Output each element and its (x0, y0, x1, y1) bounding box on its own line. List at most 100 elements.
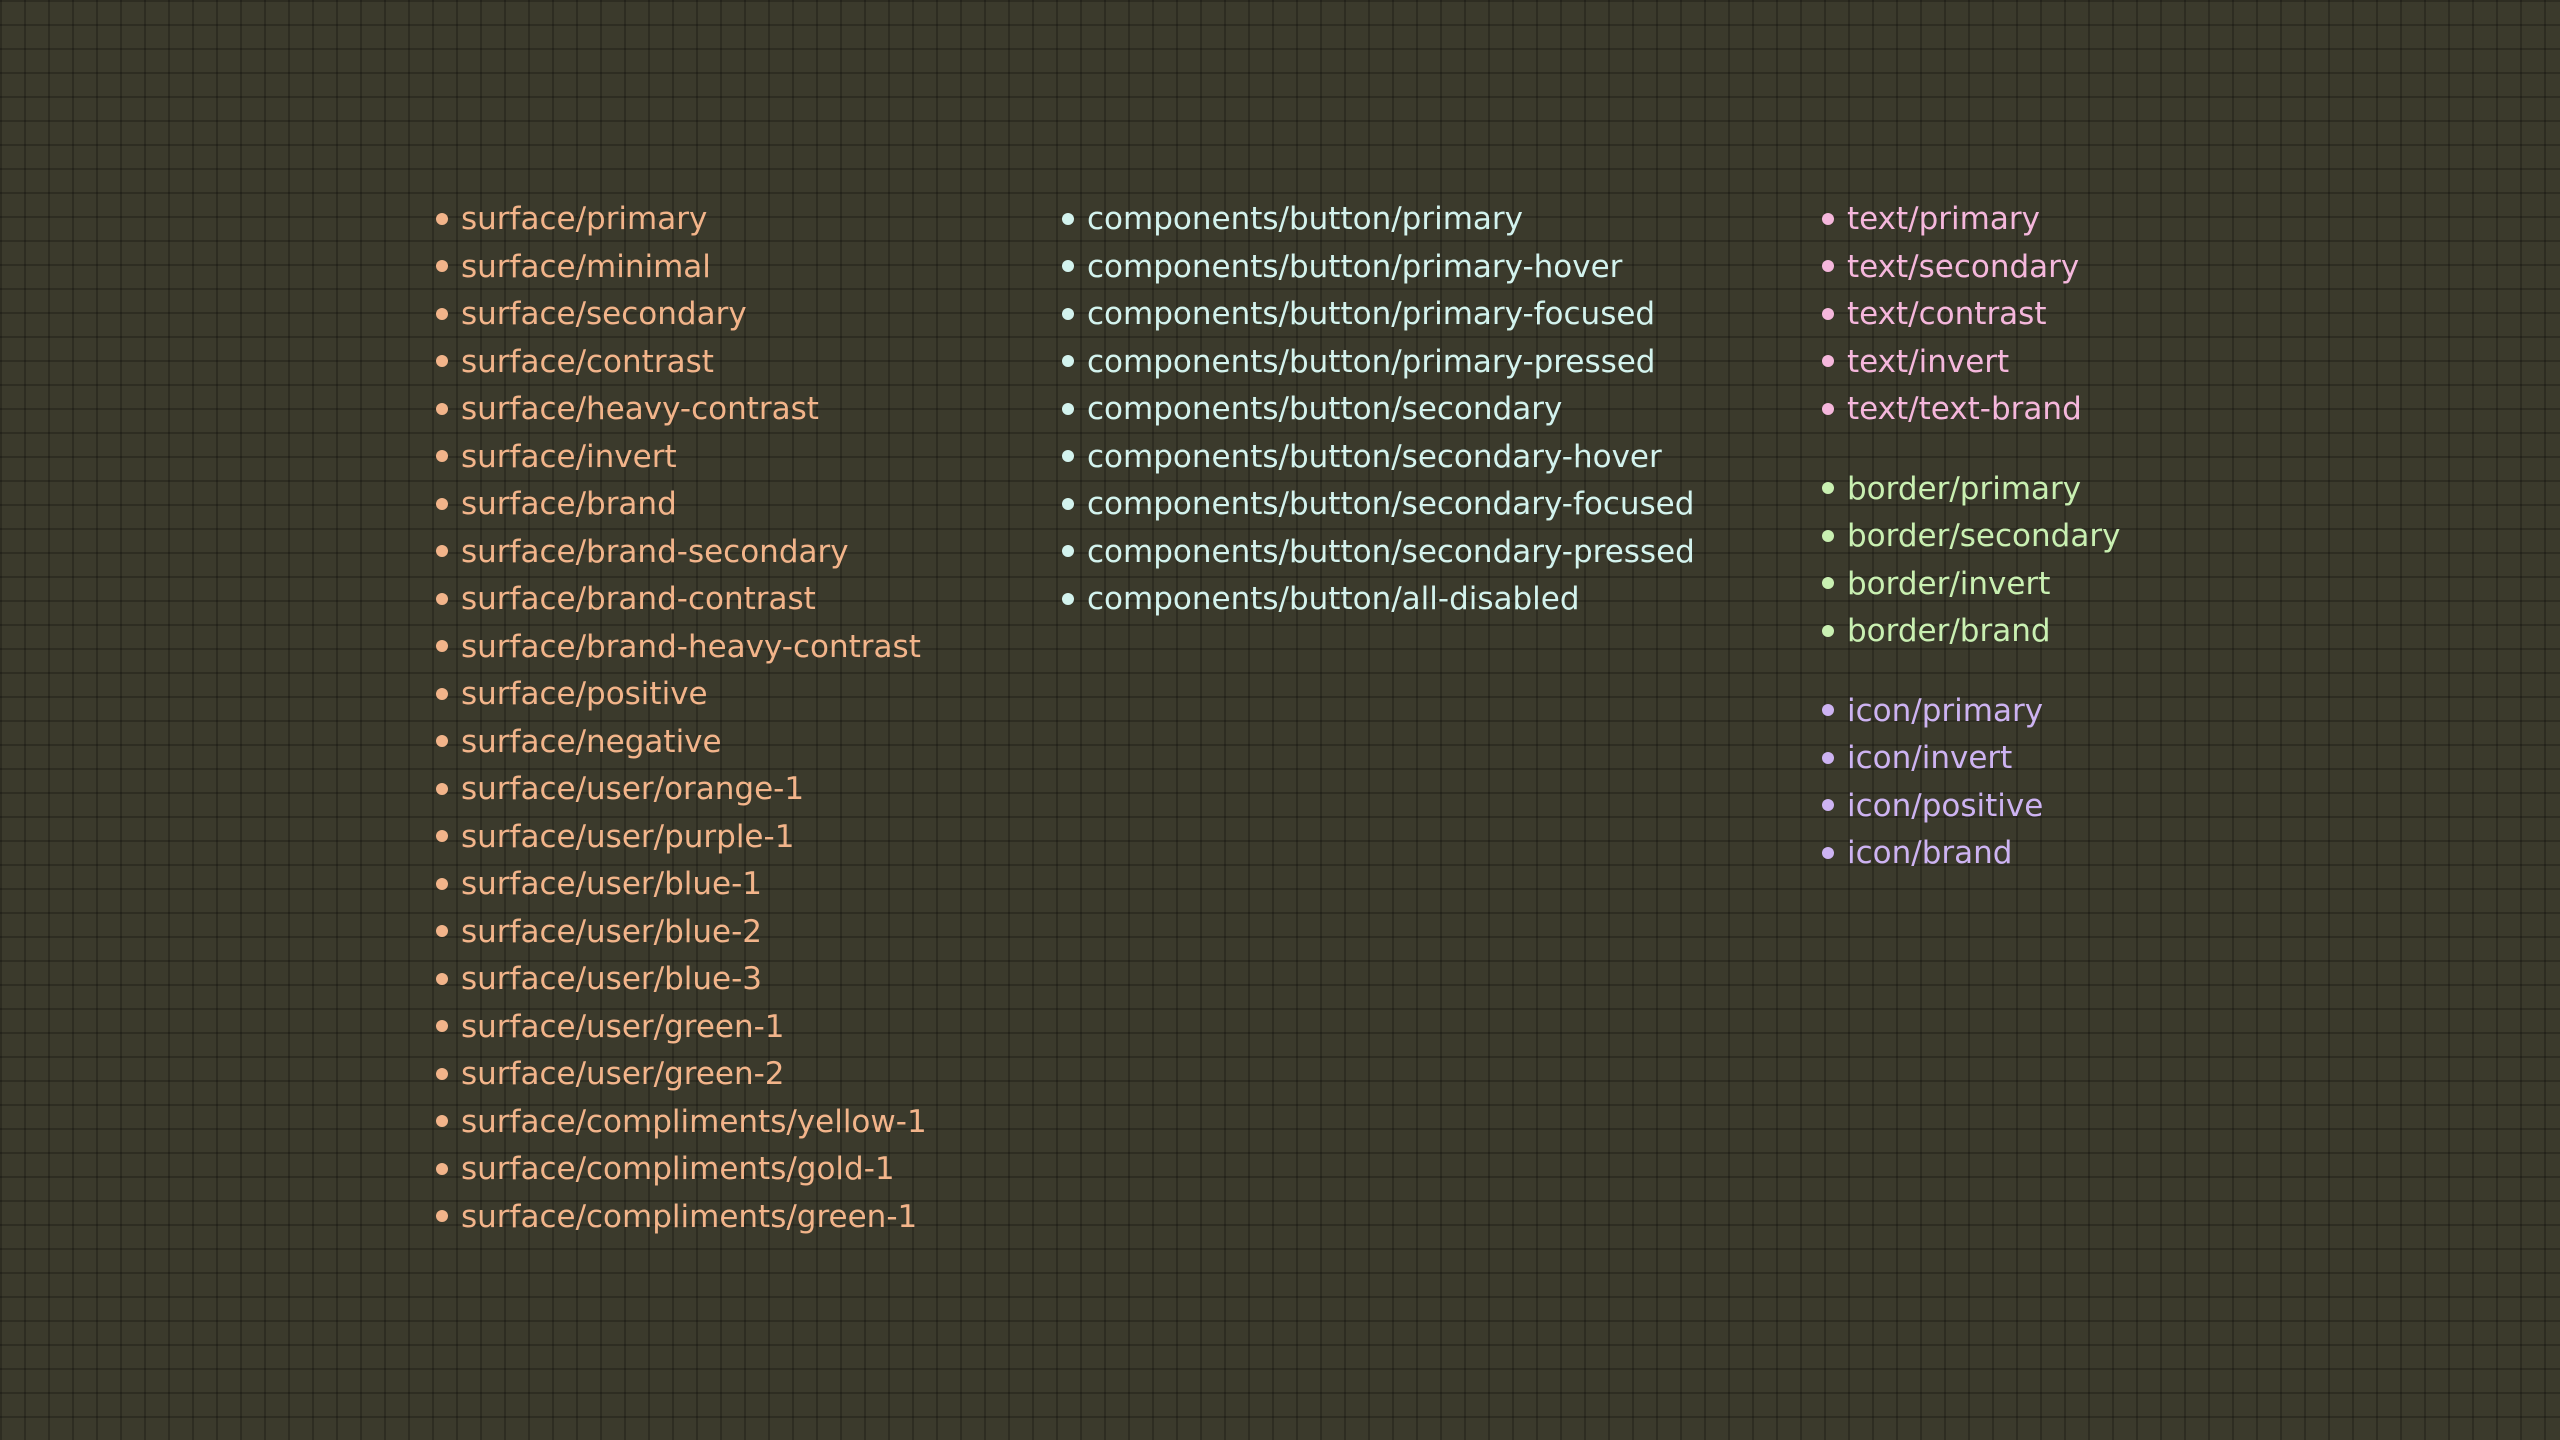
token-list-item: text/secondary (1822, 244, 2120, 292)
token-label: components/button/primary-pressed (1087, 343, 1656, 380)
token-label: surface/brand-contrast (461, 581, 816, 617)
token-label: icon/invert (1847, 740, 2013, 776)
token-list-item: components/button/primary-focused (1062, 291, 1695, 339)
surface-token-list: surface/primary surface/minimal surface/se… (436, 196, 927, 1241)
token-list-item: surface/brand (436, 481, 927, 529)
token-list-item: components/button/all-disabled (1062, 576, 1695, 624)
border-token-group: border/primary border/secondary border/inv… (1822, 466, 2120, 656)
bullet-dot-icon (436, 497, 448, 510)
token-label: border/brand (1847, 613, 2051, 649)
bullet-dot-icon (1822, 260, 1834, 273)
token-list-item: components/button/primary-pressed (1062, 339, 1695, 387)
token-list-item: icon/primary (1822, 688, 2120, 736)
token-list-item: surface/primary (436, 196, 927, 244)
token-label: components/button/primary-focused (1087, 296, 1656, 332)
token-list-item: components/button/secondary-hover (1062, 434, 1695, 482)
bullet-dot-icon (436, 212, 448, 225)
token-list-item: surface/user/green-1 (436, 1004, 927, 1052)
bullet-dot-icon (1822, 355, 1834, 368)
token-list-item: surface/compliments/yellow-1 (436, 1099, 927, 1147)
bullet-dot-icon (1062, 260, 1074, 273)
token-list-item: components/button/secondary (1062, 386, 1695, 434)
bullet-dot-icon (436, 355, 448, 368)
token-list-item: surface/brand-heavy-contrast (436, 624, 927, 672)
bullet-dot-icon (1822, 529, 1834, 542)
bullet-dot-icon (436, 1067, 448, 1080)
token-list-item: text/invert (1822, 339, 2120, 387)
token-list-item: components/button/secondary-pressed (1062, 529, 1695, 577)
token-list-item: surface/secondary (436, 291, 927, 339)
token-list-item: icon/brand (1822, 830, 2120, 878)
bullet-dot-icon (436, 972, 448, 985)
token-list-item: components/button/primary (1062, 196, 1695, 244)
token-list-item: text/contrast (1822, 291, 2120, 339)
bullet-dot-icon (436, 402, 448, 415)
token-list-item: surface/compliments/green-1 (436, 1194, 927, 1242)
token-label: surface/brand (461, 486, 677, 522)
token-list-item: surface/user/purple-1 (436, 814, 927, 862)
token-list-item: surface/heavy-contrast (436, 386, 927, 434)
token-label: surface/user/orange-1 (461, 771, 805, 807)
bullet-dot-icon (1822, 799, 1834, 812)
bullet-dot-icon (436, 592, 448, 605)
bullet-dot-icon (436, 1162, 448, 1175)
bullet-dot-icon (1822, 624, 1834, 637)
token-label: surface/primary (461, 201, 708, 237)
bullet-dot-icon (1822, 402, 1834, 415)
token-label: surface/user/blue-1 (461, 866, 762, 902)
token-label: text/invert (1847, 343, 2010, 380)
token-list-item: surface/minimal (436, 244, 927, 292)
token-list-item: components/button/secondary-focused (1062, 481, 1695, 529)
bullet-dot-icon (436, 877, 448, 890)
token-label: surface/secondary (461, 296, 747, 332)
token-label: surface/user/blue-3 (461, 961, 762, 997)
token-label: surface/heavy-contrast (461, 391, 819, 427)
bullet-dot-icon (1822, 307, 1834, 320)
bullet-dot-icon (436, 782, 448, 795)
token-label: components/button/primary-hover (1087, 248, 1623, 285)
token-list-item: surface/user/blue-2 (436, 909, 927, 957)
token-list-item: border/primary (1822, 466, 2120, 514)
bullet-dot-icon (1062, 592, 1074, 605)
bullet-dot-icon (436, 1020, 448, 1033)
token-list-item: surface/positive (436, 671, 927, 719)
token-label: surface/compliments/gold-1 (461, 1151, 895, 1187)
bullet-dot-icon (436, 307, 448, 320)
token-label: surface/brand-heavy-contrast (461, 628, 921, 665)
token-label: text/text-brand (1847, 391, 2082, 427)
token-list-item: border/secondary (1822, 513, 2120, 561)
bullet-dot-icon (436, 640, 448, 653)
token-label: surface/user/blue-2 (461, 913, 762, 950)
token-label: text/primary (1847, 201, 2040, 237)
bullet-dot-icon (1062, 307, 1074, 320)
bullet-dot-icon (1822, 482, 1834, 495)
bullet-dot-icon (1822, 704, 1834, 717)
token-label: components/button/all-disabled (1087, 581, 1580, 617)
token-list-item: surface/user/blue-3 (436, 956, 927, 1004)
bullet-dot-icon (1062, 402, 1074, 415)
token-label: border/primary (1847, 470, 2082, 507)
token-list-item: border/invert (1822, 561, 2120, 609)
token-label: surface/minimal (461, 248, 711, 285)
bullet-dot-icon (436, 1115, 448, 1128)
token-label: surface/contrast (461, 343, 714, 380)
token-label: components/button/secondary-focused (1087, 486, 1695, 522)
token-label: surface/positive (461, 676, 708, 712)
token-label: surface/user/purple-1 (461, 818, 795, 855)
bullet-dot-icon (436, 687, 448, 700)
token-label: surface/user/green-2 (461, 1056, 785, 1092)
token-list-item: surface/contrast (436, 339, 927, 387)
token-list-item: surface/negative (436, 719, 927, 767)
bullet-dot-icon (436, 260, 448, 273)
token-label: surface/user/green-1 (461, 1008, 785, 1045)
token-list-item: surface/user/green-2 (436, 1051, 927, 1099)
token-label: border/secondary (1847, 518, 2121, 554)
token-list-item: border/brand (1822, 608, 2120, 656)
bullet-dot-icon (1062, 355, 1074, 368)
bullet-dot-icon (1822, 846, 1834, 859)
token-label: icon/primary (1847, 692, 2044, 729)
token-label: icon/brand (1847, 835, 2013, 871)
token-list-item: text/text-brand (1822, 386, 2120, 434)
